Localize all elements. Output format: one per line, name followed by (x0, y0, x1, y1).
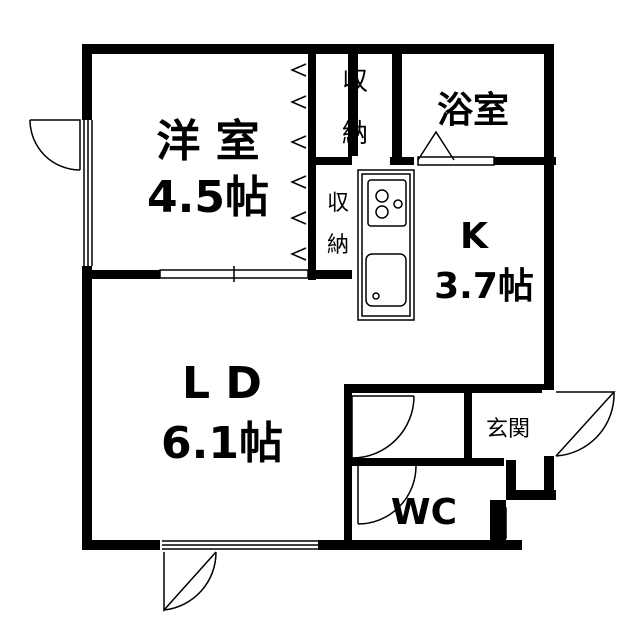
south-swing-door (163, 551, 217, 612)
storage-lower-label-1: 収 (327, 191, 349, 216)
storage-hanger-marks (290, 63, 307, 261)
sink-icon (365, 253, 407, 307)
western-room-name: 洋 室 (156, 116, 259, 167)
western-room-size: 4.5帖 (147, 172, 269, 223)
storage-upper-label-2: 納 (342, 119, 368, 149)
kitchen-counter (357, 169, 415, 321)
sliding-door-ld (159, 266, 309, 282)
wc-window (495, 507, 507, 539)
entrance-door (555, 391, 616, 457)
bath-door (417, 130, 495, 166)
ld-inner-door (351, 395, 415, 459)
toilet-name: WC (391, 492, 457, 533)
storage-lower-label-2: 納 (327, 233, 349, 258)
south-window (162, 540, 318, 550)
living-dining-name: L D (182, 358, 262, 409)
bathroom-name: 浴室 (437, 90, 509, 131)
kitchen-name: K (460, 216, 489, 257)
storage-upper-label-1: 収 (342, 67, 368, 97)
living-dining-size: 6.1帖 (161, 418, 283, 469)
entrance-name: 玄関 (486, 417, 530, 442)
stove-icon (367, 179, 407, 227)
west-window (83, 120, 93, 266)
west-swing-door (29, 119, 81, 171)
wc-door (357, 465, 417, 525)
kitchen-size: 3.7帖 (434, 266, 534, 307)
